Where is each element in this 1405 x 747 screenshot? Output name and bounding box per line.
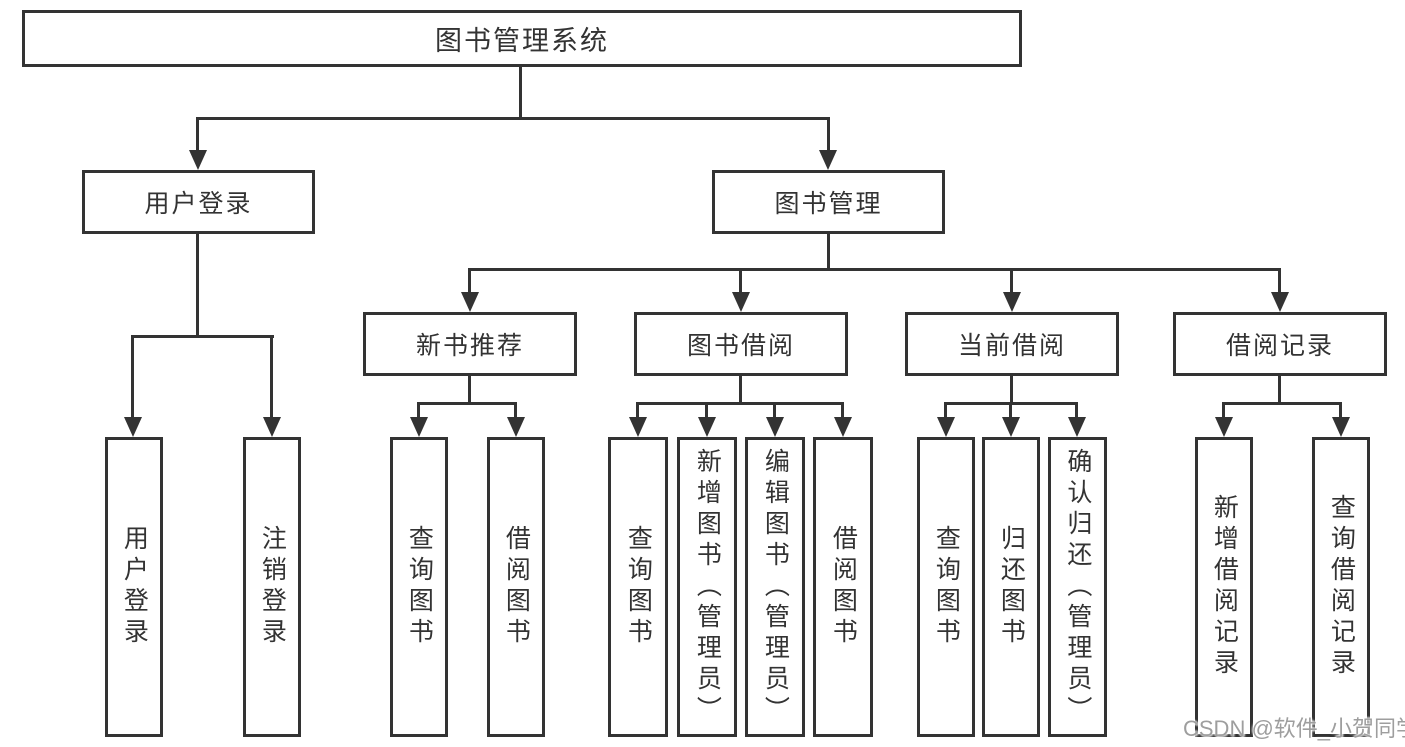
leaf-query-books-borrowing: 查询图书 — [608, 437, 668, 737]
connector-line — [270, 335, 273, 417]
node-label: 新增图书（管理员） — [693, 447, 722, 727]
connector-line — [944, 402, 947, 418]
arrow-down-icon — [937, 417, 955, 437]
node-label: 查询图书 — [932, 525, 961, 649]
connector-line — [1222, 402, 1225, 418]
connector-line — [519, 67, 522, 119]
node-label: 查询借阅记录 — [1327, 494, 1356, 680]
node-label: 查询图书 — [624, 525, 653, 649]
connector-line — [468, 268, 1281, 271]
node-label: 新书推荐 — [415, 332, 524, 360]
leaf-query-books-recommend: 查询图书 — [390, 437, 448, 737]
leaf-borrow-books: 借阅图书 — [813, 437, 873, 737]
leaf-add-borrow-record: 新增借阅记录 — [1195, 437, 1253, 737]
arrow-down-icon — [698, 417, 716, 437]
arrow-down-icon — [263, 417, 281, 437]
connector-line — [739, 268, 742, 294]
connector-line — [131, 335, 274, 338]
connector-line — [417, 402, 517, 405]
arrow-down-icon — [1271, 292, 1289, 312]
node-label: 确认归还（管理员） — [1063, 447, 1092, 727]
arrow-down-icon — [507, 417, 525, 437]
leaf-add-books-admin: 新增图书（管理员） — [677, 437, 737, 737]
arrow-down-icon — [819, 150, 837, 170]
connector-line — [1222, 402, 1342, 405]
node-library-system: 图书管理系统 — [22, 10, 1022, 67]
connector-line — [705, 402, 708, 418]
node-label: 借阅图书 — [502, 525, 531, 649]
node-label: 借阅图书 — [829, 525, 858, 649]
leaf-query-borrow-record: 查询借阅记录 — [1312, 437, 1370, 737]
connector-line — [636, 402, 639, 418]
leaf-logout-login: 注销登录 — [243, 437, 301, 737]
node-label: 图书管理系统 — [435, 26, 609, 56]
arrow-down-icon — [766, 417, 784, 437]
connector-line — [1010, 268, 1013, 294]
node-new-book-recommend: 新书推荐 — [363, 312, 577, 376]
arrow-down-icon — [1332, 417, 1350, 437]
connector-line — [1009, 402, 1012, 418]
connector-line — [196, 117, 199, 151]
arrow-down-icon — [461, 292, 479, 312]
node-book-management: 图书管理 — [712, 170, 945, 234]
leaf-borrow-books-recommend: 借阅图书 — [487, 437, 545, 737]
node-label: 编辑图书（管理员） — [761, 447, 790, 727]
leaf-user-login: 用户登录 — [105, 437, 163, 737]
connector-line — [1075, 402, 1078, 418]
node-user-login: 用户登录 — [82, 170, 315, 234]
connector-line — [841, 402, 844, 418]
arrow-down-icon — [834, 417, 852, 437]
arrow-down-icon — [629, 417, 647, 437]
connector-line — [739, 376, 742, 404]
connector-line — [1339, 402, 1342, 418]
leaf-edit-books-admin: 编辑图书（管理员） — [745, 437, 805, 737]
arrow-down-icon — [1003, 292, 1021, 312]
leaf-return-books: 归还图书 — [982, 437, 1040, 737]
connector-line — [197, 117, 830, 120]
connector-line — [417, 402, 420, 418]
arrow-down-icon — [1002, 417, 1020, 437]
node-borrow-records: 借阅记录 — [1173, 312, 1387, 376]
arrow-down-icon — [732, 292, 750, 312]
node-label: 图书借阅 — [686, 332, 795, 360]
connector-line — [636, 402, 844, 405]
leaf-confirm-return-admin: 确认归还（管理员） — [1048, 437, 1107, 737]
connector-line — [827, 234, 830, 271]
connector-line — [468, 268, 471, 294]
node-label: 新增借阅记录 — [1210, 494, 1239, 680]
connector-line — [1010, 376, 1013, 404]
connector-line — [1278, 268, 1281, 294]
connector-line — [514, 402, 517, 418]
node-label: 用户登录 — [120, 525, 149, 649]
connector-line — [196, 234, 199, 337]
connector-line — [773, 402, 776, 418]
csdn-watermark: CSDN @软件_小贺同学 — [1183, 716, 1405, 741]
arrow-down-icon — [124, 417, 142, 437]
node-label: 用户登录 — [144, 190, 253, 218]
arrow-down-icon — [1215, 417, 1233, 437]
node-label: 借阅记录 — [1225, 332, 1334, 360]
arrow-down-icon — [410, 417, 428, 437]
node-book-borrowing: 图书借阅 — [634, 312, 848, 376]
node-label: 查询图书 — [405, 525, 434, 649]
arrow-down-icon — [1068, 417, 1086, 437]
leaf-query-books-current: 查询图书 — [917, 437, 975, 737]
connector-line — [131, 335, 134, 417]
connector-line — [468, 376, 471, 404]
connector-line — [1278, 376, 1281, 404]
node-label: 注销登录 — [258, 525, 287, 649]
connector-line — [827, 117, 830, 151]
node-label: 当前借阅 — [957, 332, 1066, 360]
node-label: 图书管理 — [774, 190, 883, 218]
node-current-borrowing: 当前借阅 — [905, 312, 1119, 376]
arrow-down-icon — [189, 150, 207, 170]
node-label: 归还图书 — [997, 525, 1026, 649]
